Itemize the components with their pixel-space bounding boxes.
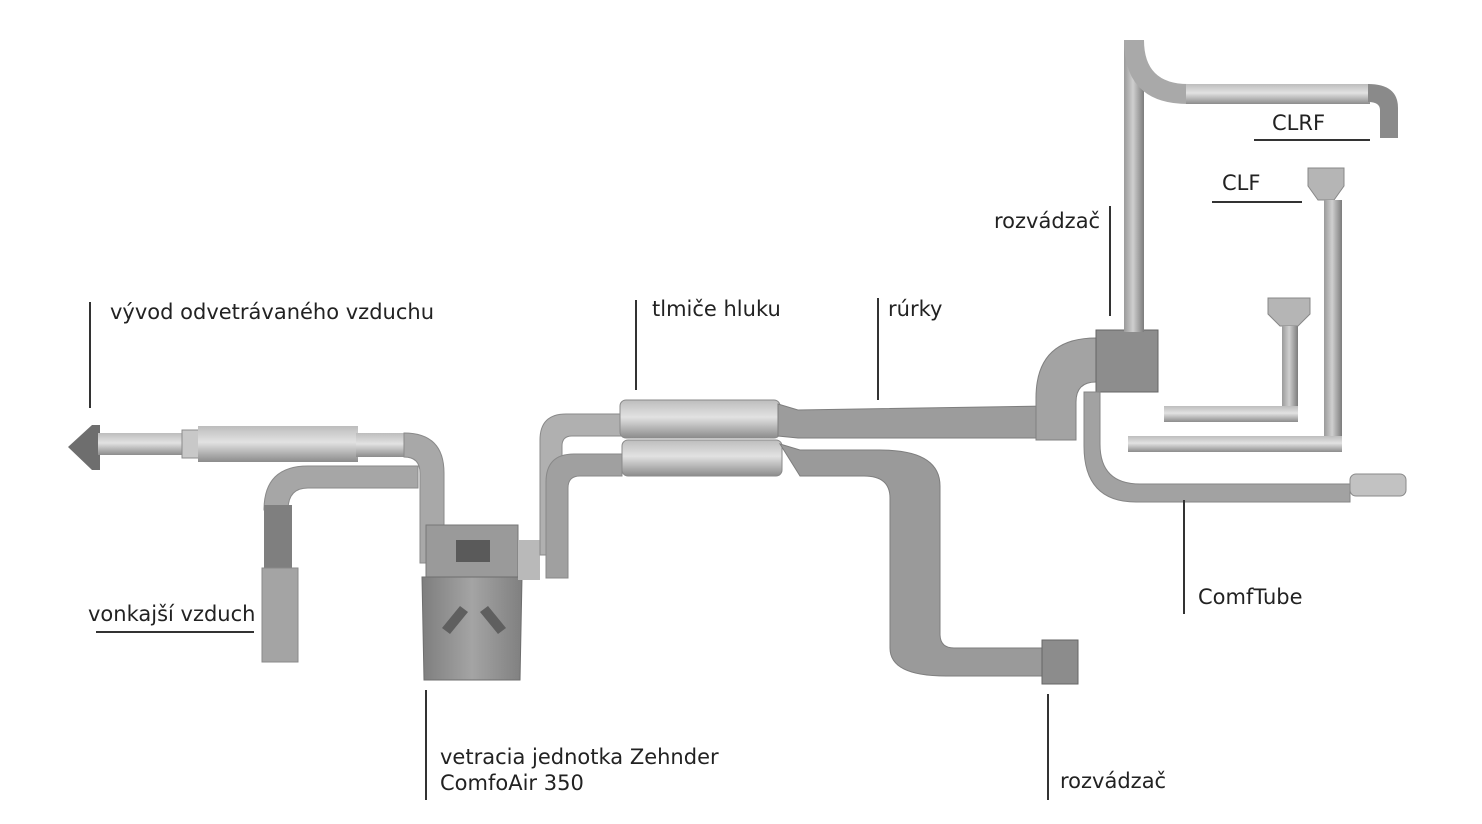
exhaust-tube (98, 433, 198, 455)
label-distributor-bottom: rozvádzač (1060, 769, 1167, 793)
clf-horizontal (1128, 436, 1342, 452)
distributor-top (1035, 329, 1159, 441)
unit-display (456, 540, 490, 562)
outdoor-air-box (261, 567, 299, 663)
label-clf: CLF (1222, 171, 1261, 195)
label-unit-line1: vetracia jednotka Zehnder (440, 745, 719, 769)
grille-2-riser (1282, 326, 1298, 420)
clrf-horizontal (1186, 84, 1370, 104)
clf-pipe (1128, 167, 1345, 452)
unit-body (421, 576, 523, 681)
label-unit-line2: ComfoAir 350 (440, 771, 584, 796)
ducts (777, 403, 1065, 677)
distributor-bottom-box (1041, 639, 1079, 685)
unit-outlet (518, 540, 540, 580)
exhaust-tube-2 (356, 433, 406, 457)
clf-grille (1307, 167, 1345, 201)
clrf-pipe (1124, 40, 1398, 332)
grille-pipe (1164, 297, 1311, 422)
label-ducts: rúrky (888, 297, 943, 321)
silencer-lower (621, 439, 783, 477)
outdoor-air-tube (264, 505, 292, 575)
silencers (619, 399, 783, 477)
comftube-end (1349, 473, 1407, 497)
lower-riser (545, 453, 623, 579)
label-exhaust: vývod odvetrávaného vzduchu (110, 300, 435, 324)
grille-2-horizontal (1164, 406, 1298, 422)
comftube-bend (1083, 391, 1351, 503)
label-ventilation-unit: vetracia jednotka Zehnder ComfoAir 350 (440, 744, 719, 797)
ventilation-unit (421, 524, 540, 681)
outdoor-air-elbow (263, 465, 419, 511)
exhaust-cap (68, 425, 100, 470)
leader-lines (89, 139, 1370, 800)
clrf-riser (1124, 40, 1144, 332)
clf-riser (1324, 200, 1342, 436)
label-distributor-top: rozvádzač (994, 209, 1101, 233)
clrf-bend (1124, 40, 1188, 104)
outdoor-air-pipe (261, 465, 419, 663)
duct-upper (777, 403, 1049, 439)
exhaust-silencer (198, 426, 358, 462)
duct-lower (778, 443, 1065, 677)
label-outdoor-air: vonkajší vzduch (88, 602, 256, 626)
unit-port-right (480, 606, 506, 634)
distributor-bottom (1041, 639, 1079, 685)
unit-to-silencer-pipes (539, 413, 623, 579)
comftube-pipe (1083, 391, 1407, 503)
distributor-top-box (1095, 329, 1159, 393)
label-comftube: ComfTube (1198, 585, 1303, 609)
label-clrf: CLRF (1272, 111, 1326, 135)
unit-port-left (442, 606, 468, 634)
grille-2 (1267, 297, 1311, 327)
exhaust-pipe (68, 425, 445, 564)
clrf-outlet (1368, 84, 1398, 138)
silencer-upper (619, 399, 781, 439)
label-silencers: tlmiče hluku (652, 297, 781, 321)
